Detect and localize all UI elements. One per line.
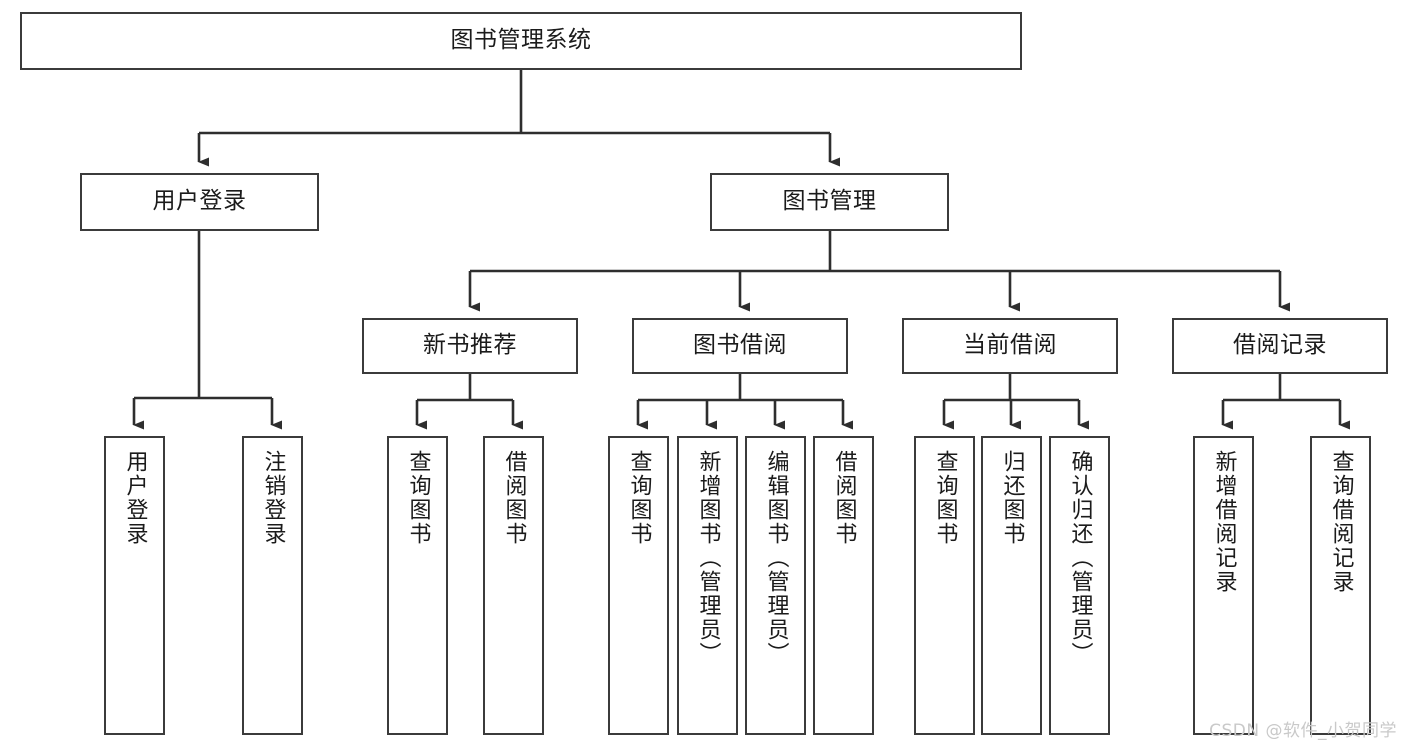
node-label: 新书推荐	[423, 332, 517, 359]
node-label: 借阅图书	[831, 450, 857, 546]
leaf-edit-book[interactable]: 编辑图书（管理员）	[745, 436, 806, 735]
leaf-confirm-return[interactable]: 确认归还（管理员）	[1049, 436, 1110, 735]
node-label: 查询图书	[405, 450, 431, 546]
node-label: 当前借阅	[963, 332, 1057, 359]
watermark-text: CSDN @软件_小贺同学	[1209, 721, 1397, 741]
node-label: 借阅图书	[501, 450, 527, 546]
leaf-add-book[interactable]: 新增图书（管理员）	[677, 436, 738, 735]
leaf-user-login[interactable]: 用户登录	[104, 436, 165, 735]
node-new-book-recommend[interactable]: 新书推荐	[362, 318, 578, 374]
node-label: 编辑图书（管理员）	[763, 450, 789, 666]
node-label: 查询借阅记录	[1328, 450, 1354, 594]
node-label: 确认归还（管理员）	[1067, 450, 1093, 666]
leaf-query-book-current[interactable]: 查询图书	[914, 436, 975, 735]
node-label: 图书借阅	[693, 332, 787, 359]
node-book-manage[interactable]: 图书管理	[710, 173, 949, 231]
node-label: 新增图书（管理员）	[695, 450, 721, 666]
node-label: 图书管理系统	[450, 27, 592, 54]
node-label: 查询图书	[932, 450, 958, 546]
node-label: 归还图书	[999, 450, 1025, 546]
node-borrow-record[interactable]: 借阅记录	[1172, 318, 1388, 374]
node-label: 用户登录	[122, 450, 148, 546]
leaf-query-book-recommend[interactable]: 查询图书	[387, 436, 448, 735]
leaf-query-borrow-record[interactable]: 查询借阅记录	[1310, 436, 1371, 735]
node-root-system[interactable]: 图书管理系统	[20, 12, 1022, 70]
node-label: 图书管理	[782, 188, 877, 215]
node-user-login[interactable]: 用户登录	[80, 173, 319, 231]
leaf-borrow-book-recommend[interactable]: 借阅图书	[483, 436, 544, 735]
node-book-borrow[interactable]: 图书借阅	[632, 318, 848, 374]
leaf-user-logout[interactable]: 注销登录	[242, 436, 303, 735]
node-label: 用户登录	[152, 188, 247, 215]
leaf-borrow-book[interactable]: 借阅图书	[813, 436, 874, 735]
leaf-add-borrow-record[interactable]: 新增借阅记录	[1193, 436, 1254, 735]
node-label: 注销登录	[260, 450, 286, 546]
node-label: 借阅记录	[1233, 332, 1327, 359]
node-current-borrow[interactable]: 当前借阅	[902, 318, 1118, 374]
node-label: 查询图书	[626, 450, 652, 546]
leaf-query-book-borrow[interactable]: 查询图书	[608, 436, 669, 735]
leaf-return-book[interactable]: 归还图书	[981, 436, 1042, 735]
node-label: 新增借阅记录	[1211, 450, 1237, 594]
